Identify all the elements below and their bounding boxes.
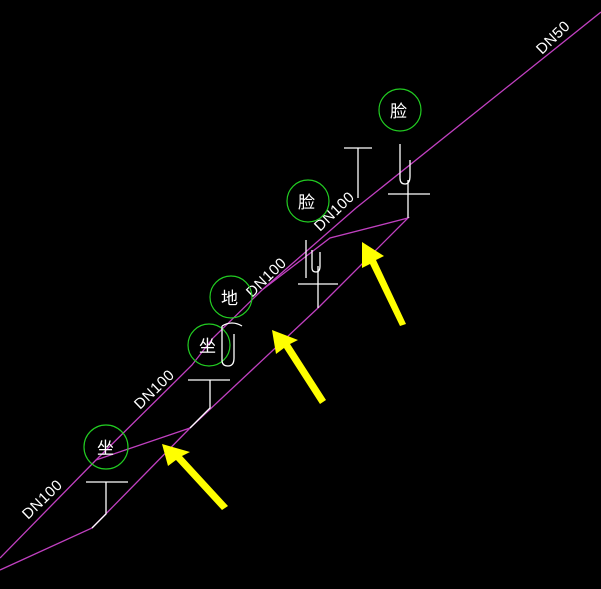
tag-text-floor-drain: 地 xyxy=(221,289,238,309)
fixture-basin-1-trap xyxy=(311,250,321,273)
pipe-label-dn100-1: DN100 xyxy=(19,476,66,522)
fixture-toilet-1-symbol xyxy=(91,482,107,529)
tag-circle-basin-2 xyxy=(378,88,422,132)
pipe-label-dn100-2: DN100 xyxy=(131,366,178,412)
tag-circle-basin-1 xyxy=(286,179,330,223)
fixture-toilet-2: 坐 xyxy=(187,323,231,429)
tag-text-basin-1: 脸 xyxy=(298,193,315,213)
fixture-basin-1: 脸 xyxy=(286,179,338,308)
tag-circle-toilet-2 xyxy=(187,323,231,367)
fixture-toilet-1: 坐 xyxy=(83,424,129,529)
tag-circle-floor-drain xyxy=(209,275,253,319)
branch-connector xyxy=(95,427,191,461)
arrow-3 xyxy=(362,242,406,326)
arrow-1 xyxy=(162,444,228,510)
branch-pipe xyxy=(0,216,411,571)
arrow-2 xyxy=(272,330,326,404)
main-pipe xyxy=(0,11,601,559)
main-pipe-line xyxy=(0,11,601,559)
fixture-floor-drain: 地 xyxy=(209,275,253,367)
tag-text-toilet-1: 坐 xyxy=(97,439,114,459)
tag-text-toilet-2: 坐 xyxy=(199,337,216,357)
annotation-arrows xyxy=(162,242,406,510)
pipe-label-dn50: DN50 xyxy=(533,18,574,58)
fixture-basin-2: 脸 xyxy=(344,88,430,218)
pipe-label-dn100-3: DN100 xyxy=(243,254,290,300)
tag-circle-toilet-1 xyxy=(83,424,129,470)
fixture-floor-drain-symbol xyxy=(221,322,243,367)
fixture-toilet-2-symbol xyxy=(189,380,211,429)
branch-pipe-line xyxy=(0,216,411,571)
tag-text-basin-2: 脸 xyxy=(390,102,407,122)
fixture-basin-2-trap xyxy=(399,144,411,185)
